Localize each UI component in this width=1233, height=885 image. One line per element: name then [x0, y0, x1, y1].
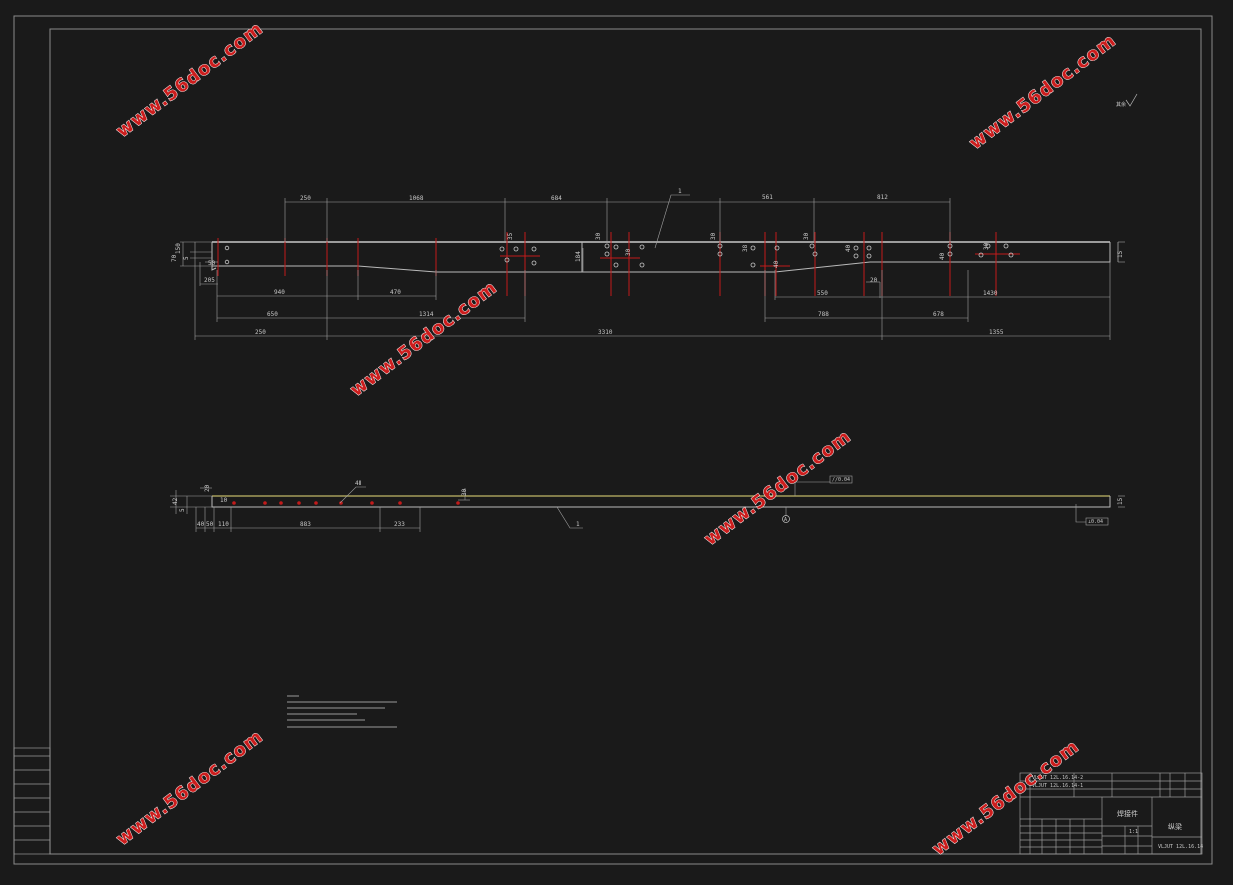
dim-bottom-788: 788: [818, 311, 829, 318]
side-dim-110: 110: [218, 521, 229, 528]
side-dim-10: 10: [220, 497, 228, 504]
side-dim-30: 30: [461, 488, 468, 496]
dim-top-684: 684: [551, 195, 562, 202]
dim-bottom-550: 550: [817, 290, 828, 297]
dim-inner-30d: 30: [803, 232, 810, 240]
dim-top-250: 250: [300, 195, 311, 202]
dim-inner-38: 38: [742, 244, 749, 252]
watermark-1: www.56doc.com: [112, 18, 267, 142]
dim-inner-30e: 30: [983, 242, 990, 250]
callout-1-top: 1: [678, 188, 682, 195]
callout-1-side: 1: [576, 521, 580, 528]
dim-inner-35: 35: [507, 232, 514, 240]
dim-left-50: 50: [208, 260, 216, 267]
side-dim-883: 883: [300, 521, 311, 528]
dim-left-70: 70: [171, 254, 178, 262]
dim-top-812: 812: [877, 194, 888, 201]
title-drawing-no-1: VLJUT 12L.16.14-1: [1032, 783, 1083, 789]
side-view: 42 5 20 10 40 50 110 883 233 30 15 4Ⅱ //…: [170, 475, 1125, 532]
dim-bottom-678: 678: [933, 311, 944, 318]
side-dim-233: 233: [394, 521, 405, 528]
side-dim-5: 5: [179, 508, 186, 512]
title-drawing-no-2: VLJUT 12L.16.14-2: [1032, 775, 1083, 781]
watermarks: www.56doc.com www.56doc.com www.56doc.co…: [112, 18, 1121, 861]
dim-bottom-1314: 1314: [419, 311, 434, 318]
side-dim-50: 50: [206, 521, 214, 528]
watermark-2: www.56doc.com: [965, 30, 1120, 154]
side-dim-40: 40: [197, 521, 205, 528]
dim-top-1068: 1068: [409, 195, 424, 202]
dim-inner-40b: 40: [939, 252, 946, 260]
tolerance-tag-parallel: //0.04: [832, 477, 850, 483]
roughness-label: 其余: [1116, 101, 1126, 108]
dim-left-5: 5: [183, 256, 190, 260]
dim-bottom-650: 650: [267, 311, 278, 318]
title-block: VLJUT 12L.16.14-2 VLJUT 12L.16.14-1 焊接件 …: [1019, 772, 1203, 855]
dim-bottom-940: 940: [274, 289, 285, 296]
dim-inner-15: 15: [1117, 250, 1124, 258]
watermark-3: www.56doc.com: [346, 277, 501, 401]
tolerance-tag-perpendicular: ⊥0.04: [1088, 519, 1103, 525]
watermark-6: www.56doc.com: [928, 736, 1083, 860]
roughness-symbol: 其余: [1116, 93, 1138, 108]
dim-inner-184: 184: [575, 251, 582, 262]
side-dim-20: 20: [204, 484, 211, 492]
dim-inner-40a: 40: [845, 244, 852, 252]
dim-inner-30a: 30: [595, 232, 602, 240]
dim-left-150: 150: [175, 243, 182, 254]
technical-notes: [287, 695, 397, 728]
datum-a: A: [784, 517, 787, 523]
top-view: 250 1068 684 561 812 940 470 550 1430 65…: [171, 188, 1125, 340]
outer-frame: [13, 15, 1213, 865]
side-dim-15: 15: [1117, 497, 1124, 505]
dim-inner-30b: 30: [625, 248, 632, 256]
dim-left-205: 205: [204, 277, 215, 284]
weld-symbol: 4Ⅱ: [355, 480, 362, 487]
dim-bottom-470: 470: [390, 289, 401, 296]
inner-frame: [49, 28, 1202, 855]
dim-bottom-250: 250: [255, 329, 266, 336]
dim-bottom-3310: 3310: [598, 329, 613, 336]
title-scale: 1:1: [1129, 829, 1138, 835]
watermark-5: www.56doc.com: [112, 726, 267, 850]
side-dim-42: 42: [172, 497, 179, 505]
dim-inner-20: 20: [870, 277, 878, 284]
dim-inner-30c: 30: [710, 232, 717, 240]
title-drawing-no: VLJUT 12L.16.14: [1158, 844, 1203, 850]
dim-top-561: 561: [762, 194, 773, 201]
watermark-4: www.56doc.com: [700, 426, 855, 550]
dim-bottom-1355: 1355: [989, 329, 1004, 336]
title-name: 焊接件: [1117, 809, 1138, 818]
dim-bottom-1430: 1430: [983, 290, 998, 297]
left-side-table: [13, 747, 51, 855]
title-part-name: 纵梁: [1168, 822, 1182, 831]
dim-inner-40c: 40: [773, 260, 780, 268]
